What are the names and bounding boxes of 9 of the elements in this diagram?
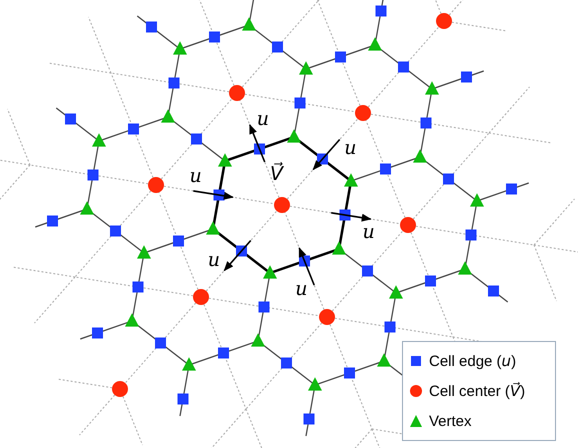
legend-label: Cell edge (u) <box>429 352 516 370</box>
variable-label: u <box>256 110 270 129</box>
legend-label: Cell center (V⃗) <box>429 382 526 400</box>
variable-label: u <box>344 138 356 158</box>
legend-label: Vertex <box>429 412 472 430</box>
variable-label: u <box>208 251 220 270</box>
variable-label: u <box>295 280 308 300</box>
variable-label: u <box>190 167 202 186</box>
variable-label: u <box>362 222 375 242</box>
